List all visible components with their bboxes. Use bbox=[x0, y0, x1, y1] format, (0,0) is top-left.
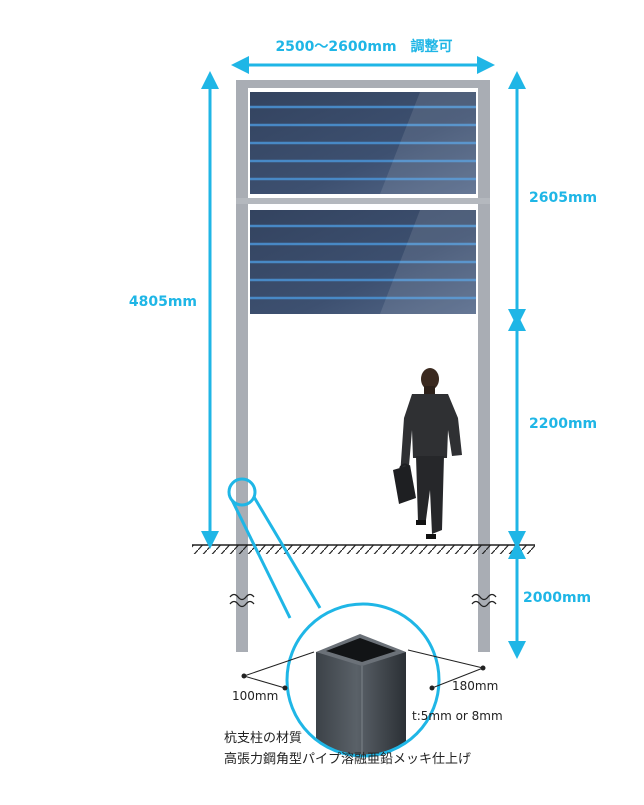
clearance-label: 2200mm bbox=[529, 416, 597, 432]
break-mark-left bbox=[229, 593, 255, 608]
pipe-depth-label: 100mm bbox=[232, 689, 278, 703]
pipe-dimension-lines bbox=[243, 649, 484, 689]
width-label: 2500〜2600mm 調整可 bbox=[275, 38, 452, 55]
right-post bbox=[478, 80, 490, 652]
total-height-label: 4805mm bbox=[129, 294, 197, 310]
embedment-label: 2000mm bbox=[523, 590, 591, 606]
zoom-detail-circle bbox=[285, 602, 441, 758]
pipe-width-label: 180mm bbox=[452, 679, 498, 693]
sign-panel-lower bbox=[248, 208, 478, 316]
businessman-figure bbox=[393, 368, 462, 539]
pipe-dimension-dots bbox=[241, 665, 486, 691]
detail-callout bbox=[227, 477, 486, 758]
dimension-lines bbox=[201, 56, 526, 659]
sign-panel-upper bbox=[248, 90, 478, 196]
break-mark-right bbox=[471, 593, 497, 608]
material-label: 杭支柱の材質 bbox=[224, 731, 302, 746]
support-posts bbox=[236, 80, 490, 652]
top-beam bbox=[236, 80, 490, 88]
left-post bbox=[236, 80, 248, 652]
sign-height-label: 2605mm bbox=[529, 190, 597, 206]
material-description: 高張力鋼角型パイプ溶融亜鉛メッキ仕上げ bbox=[224, 751, 471, 767]
zoom-source-circle bbox=[227, 477, 257, 507]
ground-line bbox=[192, 544, 535, 554]
middle-beam bbox=[236, 198, 490, 204]
pipe-thickness-label: t:5mm or 8mm bbox=[412, 709, 503, 723]
